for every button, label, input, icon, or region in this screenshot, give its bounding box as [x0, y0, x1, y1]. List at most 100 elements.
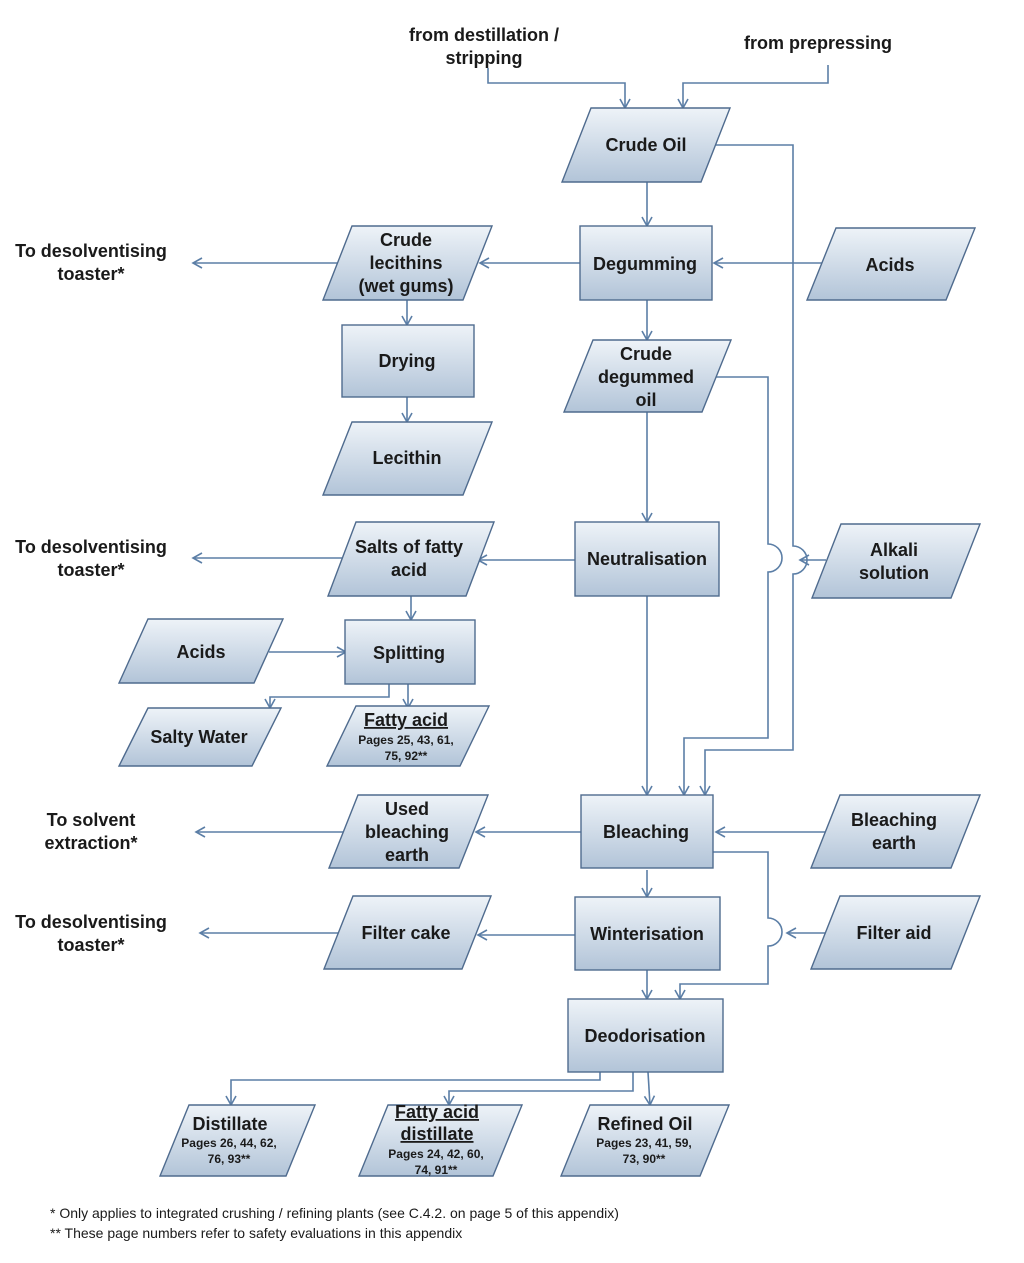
label-winterisation-line-0: Winterisation — [590, 924, 704, 944]
label-neutralisation: Neutralisation — [587, 549, 707, 569]
edge-bleaching-bypass-to-deodorisation — [674, 851, 783, 1001]
para-filter-cake — [322, 895, 493, 970]
label-crude-lecithins: Crude lecithins (wet gums) — [358, 230, 453, 296]
label-used-bleaching-earth-line-0: Used — [385, 799, 429, 819]
label-to-desolventising-1: To desolventising toaster* — [15, 241, 167, 284]
label-fatty-acid-pages-line-0: Pages 25, 43, 61, — [358, 733, 453, 747]
edge-crude-degummed-oil-bypass — [678, 376, 783, 797]
label-to-solvent-extraction-line-1: extraction* — [44, 833, 137, 853]
edge-deodorisation-to-fa-distillate — [443, 1072, 634, 1107]
label-degumming: Degumming — [593, 254, 697, 274]
para-acids-top — [805, 227, 977, 301]
label-deodorisation-line-0: Deodorisation — [584, 1026, 705, 1046]
label-filter-cake-line-0: Filter cake — [361, 923, 450, 943]
para-filter-aid — [809, 895, 982, 970]
box-drying — [341, 324, 475, 398]
label-salts-fatty-acid: Salts of fatty acid — [355, 537, 463, 580]
label-fa-distillate-pages-line-0: Pages 24, 42, 60, — [388, 1147, 483, 1161]
label-drying: Drying — [378, 351, 435, 371]
label-to-desolventising-3-line-1: toaster* — [57, 935, 124, 955]
label-deodorisation: Deodorisation — [584, 1026, 705, 1046]
box-degumming — [579, 225, 713, 301]
label-to-desolventising-1-line-1: toaster* — [57, 264, 124, 284]
process-boxes — [341, 225, 724, 1073]
para-salty-water — [117, 707, 283, 767]
label-distillate-pages-line-1: 76, 93** — [208, 1152, 251, 1166]
label-salts-fatty-acid-line-1: acid — [391, 560, 427, 580]
para-crude-lecithins — [321, 225, 494, 301]
edge-deodorisation-to-refined-oil — [643, 1071, 656, 1107]
label-alkali-solution-line-1: solution — [859, 563, 929, 583]
labels: from destillation /stripping from prepre… — [15, 25, 937, 1241]
edge-crude-oil-bypass — [699, 144, 808, 797]
label-fatty-acid-pages: Pages 25, 43, 61, 75, 92** — [358, 733, 453, 763]
label-acids-top: Acids — [865, 255, 914, 275]
label-alkali-solution: Alkali solution — [859, 540, 929, 583]
para-acids-left — [117, 618, 285, 684]
label-fa-distillate-title-line-0: Fatty acid — [395, 1102, 479, 1122]
box-bleaching — [580, 794, 714, 869]
box-deodorisation — [567, 998, 724, 1073]
label-neutralisation-line-0: Neutralisation — [587, 549, 707, 569]
label-from-destillation-line-1: stripping — [446, 48, 523, 68]
label-fa-distillate-title-line-1: distillate — [400, 1124, 473, 1144]
label-crude-oil-line-0: Crude Oil — [605, 135, 686, 155]
box-winterisation — [574, 896, 721, 971]
label-refined-oil-title: Refined Oil — [597, 1114, 692, 1134]
edge-splitting-to-salty-water — [264, 684, 390, 710]
footnote-1: * Only applies to integrated crushing / … — [50, 1205, 619, 1221]
label-acids-left-line-0: Acids — [176, 642, 225, 662]
label-crude-degummed-oil-line-1: degummed — [598, 367, 694, 387]
label-to-solvent-extraction-line-0: To solvent — [47, 810, 136, 830]
label-splitting: Splitting — [373, 643, 445, 663]
label-filter-aid: Filter aid — [856, 923, 931, 943]
label-crude-lecithins-line-0: Crude — [380, 230, 432, 250]
label-fa-distillate-pages-line-1: 74, 91** — [415, 1163, 458, 1177]
label-to-desolventising-2-line-1: toaster* — [57, 560, 124, 580]
label-acids-left: Acids — [176, 642, 225, 662]
label-used-bleaching-earth-line-2: earth — [385, 845, 429, 865]
label-lecithin: Lecithin — [372, 448, 441, 468]
label-bleaching-earth-line-0: Bleaching — [851, 810, 937, 830]
label-to-desolventising-2: To desolventising toaster* — [15, 537, 167, 580]
label-fatty-acid-title: Fatty acid — [364, 710, 448, 730]
label-bleaching-line-0: Bleaching — [603, 822, 689, 842]
label-to-solvent-extraction: To solvent extraction* — [44, 810, 137, 853]
para-refined-oil — [559, 1104, 731, 1177]
label-crude-oil: Crude Oil — [605, 135, 686, 155]
edge-destillation-to-crude-oil — [487, 68, 631, 110]
label-refined-oil-pages-line-0: Pages 23, 41, 59, — [596, 1136, 691, 1150]
label-used-bleaching-earth: Used bleaching earth — [365, 799, 449, 865]
label-to-desolventising-2-line-0: To desolventising — [15, 537, 167, 557]
label-to-desolventising-1-line-0: To desolventising — [15, 241, 167, 261]
label-acids-top-line-0: Acids — [865, 255, 914, 275]
label-alkali-solution-line-0: Alkali — [870, 540, 918, 560]
para-used-bleaching-earth — [327, 794, 490, 869]
para-crude-degummed-oil — [562, 339, 733, 413]
label-crude-lecithins-line-2: (wet gums) — [358, 276, 453, 296]
label-fa-distillate-pages: Pages 24, 42, 60, 74, 91** — [388, 1147, 483, 1177]
para-crude-oil — [560, 107, 732, 183]
label-from-destillation: from destillation /stripping — [409, 25, 559, 68]
label-fatty-acid-pages-line-1: 75, 92** — [385, 749, 428, 763]
label-salty-water-line-0: Salty Water — [150, 727, 247, 747]
footnote-2: ** These page numbers refer to safety ev… — [50, 1225, 462, 1241]
label-salts-fatty-acid-line-0: Salts of fatty — [355, 537, 463, 557]
label-from-prepressing: from prepressing — [744, 33, 892, 53]
para-fatty-acid-distillate — [357, 1104, 524, 1177]
label-crude-degummed-oil-line-0: Crude — [620, 344, 672, 364]
label-used-bleaching-earth-line-1: bleaching — [365, 822, 449, 842]
para-salts-fatty-acid — [326, 521, 496, 597]
para-fatty-acid — [325, 705, 491, 767]
label-bleaching: Bleaching — [603, 822, 689, 842]
label-lecithin-line-0: Lecithin — [372, 448, 441, 468]
para-bleaching-earth — [809, 794, 982, 869]
label-crude-lecithins-line-1: lecithins — [369, 253, 442, 273]
label-distillate-title: Distillate — [192, 1114, 267, 1134]
label-filter-aid-line-0: Filter aid — [856, 923, 931, 943]
material-parallelograms — [117, 107, 982, 1177]
